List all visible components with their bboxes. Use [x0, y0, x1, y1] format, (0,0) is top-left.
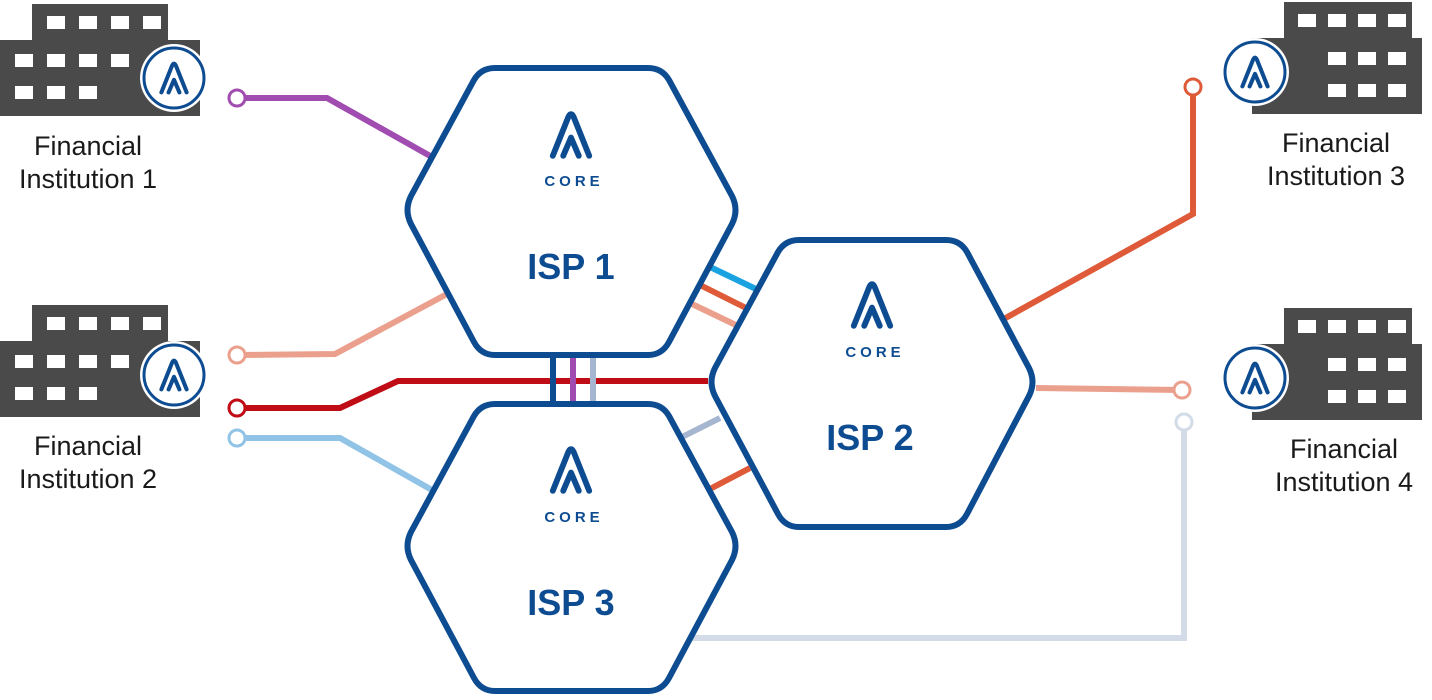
link-isp1-isp2-cyan: [706, 263, 760, 293]
link-isp2-fi3: [1000, 87, 1196, 323]
institution-label-1: Financial Institution 1: [0, 130, 176, 196]
hexagon-shape: [708, 237, 1036, 530]
endpoint-fi2-salmon: [227, 345, 247, 365]
endpoint-fi2-lightblue: [227, 428, 247, 448]
institution-label-3: Financial Institution 3: [1246, 127, 1426, 193]
core-badge-text: CORE: [544, 173, 603, 190]
institution-label-line2: Institution 2: [18, 464, 158, 494]
link-fi2-isp1: [236, 291, 449, 358]
institution-label-line1: Financial: [33, 131, 143, 161]
isp-label: ISP 1: [527, 246, 614, 287]
core-badge-text: CORE: [544, 509, 603, 526]
isp-label: ISP 2: [826, 417, 913, 458]
hexagon-shape: [404, 65, 739, 358]
institution-label-4: Financial Institution 4: [1254, 433, 1432, 499]
endpoint-fi2-red: [227, 398, 247, 418]
institution-label-line1: Financial: [1281, 128, 1391, 158]
endpoint-fi3-orange: [1183, 77, 1203, 97]
institution-label-line1: Financial: [1289, 434, 1399, 464]
isp-label: ISP 3: [527, 582, 614, 623]
logo-badge-icon: [140, 341, 208, 409]
institution-label-line2: Institution 4: [1274, 467, 1414, 497]
link-fi2-isp3: [237, 435, 434, 493]
endpoint-fi4-salmon: [1172, 380, 1192, 400]
hexagon-shape: [404, 401, 739, 694]
link-isp3-isp2-orange: [706, 465, 752, 493]
endpoint-fi1-purple: [227, 88, 247, 108]
logo-badge-icon: [140, 44, 208, 112]
connection-links: [236, 87, 1196, 641]
buildings: [0, 2, 1422, 420]
isp-nodes: CORE ISP 1 CORE ISP 2 CORE ISP 3: [404, 65, 1036, 694]
logo-badge-icon: [1221, 344, 1289, 412]
institution-label-line2: Institution 1: [18, 164, 158, 194]
link-isp2-fi4: [1035, 385, 1183, 393]
logo-badges: [140, 38, 1289, 412]
isp-node-2: CORE ISP 2: [708, 237, 1036, 530]
institution-label-line1: Financial: [33, 431, 143, 461]
link-isp3-fi4: [690, 422, 1187, 641]
isp-node-3: CORE ISP 3: [404, 401, 739, 694]
institution-label-line2: Institution 3: [1266, 161, 1406, 191]
core-badge-text: CORE: [845, 344, 904, 361]
endpoint-fi4-pale: [1174, 412, 1194, 432]
link-endpoints: [227, 77, 1203, 448]
link-fi1-isp1: [237, 95, 434, 160]
isp-node-1: CORE ISP 1: [404, 65, 739, 358]
link-isp1-isp2-orange: [698, 282, 752, 313]
institution-label-2: Financial Institution 2: [0, 430, 176, 496]
link-isp1-isp2-salmon: [690, 301, 742, 330]
logo-badge-icon: [1221, 38, 1289, 106]
